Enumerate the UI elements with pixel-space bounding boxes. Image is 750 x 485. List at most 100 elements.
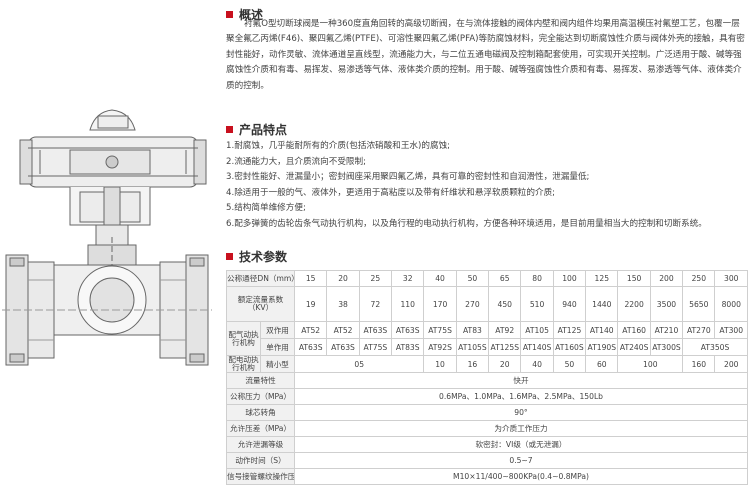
table-cell: 80 (520, 270, 554, 287)
row-label: 流量特性 (225, 372, 296, 389)
table-cell: 19 (294, 286, 328, 322)
table-row: 允许泄漏等级 软密封：VI级（或无泄漏） (225, 436, 748, 453)
specs-title: 技术参数 (239, 250, 288, 264)
table-cell: AT92 (488, 321, 522, 339)
table-cell: 250 (682, 270, 716, 287)
feature-item: 6.配多弹簧的齿轮齿条气动执行机构，以及角行程的电动执行机构，方便各种环境适用，… (226, 218, 707, 229)
table-cell: 200 (649, 270, 684, 287)
table-cell: 110 (391, 286, 425, 322)
overview-paragraph: 衬氟O型切断球阀是一种360度直角回转的高级切断阀，在与流体接触的阀体内壁和阀内… (226, 19, 745, 91)
table-cell: AT75S (423, 321, 457, 339)
row-label: 信号接管螺纹操作压力 (225, 468, 296, 485)
row-value: 软密封：VI级（或无泄漏） (294, 436, 748, 453)
table-cell: 510 (520, 286, 554, 322)
overview-heading: 概述 (226, 6, 263, 23)
table-cell: AT240S (617, 338, 651, 356)
table-cell: 10 (423, 355, 457, 373)
table-cell: 50 (552, 355, 587, 373)
features-list: 1.耐腐蚀，几乎能耐所有的介质(包括浓硝酸和王水)的腐蚀; 2.流通能力大，且介… (226, 139, 746, 232)
table-row: 配电动执行机构 精小型 05 10 16 20 40 50 60 100 160… (226, 355, 748, 373)
valve-drawing (0, 0, 215, 479)
dn-label: 公称通径DN（mm） (225, 270, 296, 287)
valve-illustration (2, 109, 212, 366)
row-value: 90° (294, 404, 748, 421)
table-cell: 40 (423, 270, 457, 287)
row-label: 动作时间（S） (225, 452, 296, 469)
table-cell: AT140S (520, 338, 554, 356)
table-cell: 60 (585, 355, 619, 373)
table-cell: AT300 (714, 321, 748, 339)
electric-label: 配电动执行机构 (226, 355, 261, 373)
table-cell: 200 (714, 355, 748, 373)
table-cell: 270 (455, 286, 490, 322)
table-cell: 50 (455, 270, 490, 287)
row-value: 0.6MPa、1.0MPa、1.6MPa、2.5MPa、150Lb (294, 388, 748, 405)
table-cell: AT52 (326, 321, 360, 339)
table-cell: AT190S (585, 338, 619, 356)
row-value: 为介质工作压力 (294, 420, 748, 437)
table-row: 公称通径DN（mm） 15 20 25 32 40 50 65 80 100 1… (225, 270, 748, 287)
table-cell: 38 (326, 286, 360, 322)
heading-bullet-icon (226, 126, 233, 133)
features-heading: 产品特点 (226, 121, 287, 138)
table-cell: 16 (455, 355, 490, 373)
row-label: 允许压差（MPa） (225, 420, 296, 437)
table-cell: 20 (488, 355, 522, 373)
row-label: 公称压力（MPa） (225, 388, 296, 405)
specs-heading: 技术参数 (226, 248, 287, 265)
table-cell: 3500 (649, 286, 684, 322)
table-cell: AT300S (649, 338, 684, 356)
row-value: 0.5~7 (294, 452, 748, 469)
table-row: 配气动执行机构 双作用 AT52 AT52 AT63S AT63S AT75S … (226, 321, 748, 356)
table-cell: 15 (294, 270, 328, 287)
table-row: 单作用 AT63S AT63S AT75S AT83S AT92S AT105S… (227, 338, 748, 356)
table-cell: 125 (585, 270, 619, 287)
heading-bullet-icon (226, 253, 233, 260)
feature-item: 1.耐腐蚀，几乎能耐所有的介质(包括浓硝酸和王水)的腐蚀; (226, 141, 451, 151)
table-cell: 100 (617, 355, 684, 373)
heading-bullet-icon (226, 11, 233, 18)
table-cell: 40 (520, 355, 554, 373)
feature-item: 5.结构简单维修方便; (226, 203, 306, 213)
row-label: 允许泄漏等级 (225, 436, 296, 453)
table-cell: AT63S (326, 338, 360, 356)
feature-item: 2.流通能力大，且介质流向不受限制; (226, 156, 367, 167)
table-cell: AT140 (585, 321, 619, 339)
table-cell: AT83S (391, 338, 425, 356)
flow-label: 额定流量系数（KV） (225, 286, 296, 322)
table-cell: AT75S (358, 338, 393, 356)
table-cell: 25 (358, 270, 393, 287)
table-cell: AT105S (455, 338, 490, 356)
table-cell: AT210 (649, 321, 684, 339)
table-cell: AT92S (423, 338, 457, 356)
overview-title: 概述 (239, 8, 264, 22)
feature-item: 3.密封性能好、泄漏量小；密封阀座采用聚四氟乙烯，具有可靠的密封性和自润滑性，泄… (226, 172, 590, 182)
table-cell: AT63S (391, 321, 425, 339)
precision-label: 精小型 (259, 355, 296, 373)
table-cell: AT270 (682, 321, 716, 339)
table-cell: 32 (391, 270, 425, 287)
table-cell: AT125 (552, 321, 587, 339)
pneumatic-label: 配气动执行机构 (226, 321, 261, 356)
table-cell: 72 (358, 286, 393, 322)
table-row: 流量特性 快开 (225, 372, 748, 389)
table-cell: AT52 (294, 321, 328, 339)
features-title: 产品特点 (239, 123, 288, 137)
table-cell: 170 (423, 286, 457, 322)
table-row: 动作时间（S） 0.5~7 (225, 452, 748, 469)
table-cell: AT83 (455, 321, 490, 339)
table-cell: 100 (552, 270, 587, 287)
table-cell: AT160S (552, 338, 587, 356)
table-cell: AT105 (520, 321, 554, 339)
spec-table: 公称通径DN（mm） 15 20 25 32 40 50 65 80 100 1… (225, 270, 748, 485)
table-cell: 2200 (617, 286, 651, 322)
table-cell: 65 (488, 270, 522, 287)
table-cell: 8000 (714, 286, 748, 322)
table-row: 公称压力（MPa） 0.6MPa、1.0MPa、1.6MPa、2.5MPa、15… (225, 388, 748, 405)
table-cell: 5650 (682, 286, 716, 322)
row-value: 快开 (294, 372, 748, 389)
table-row: 允许压差（MPa） 为介质工作压力 (225, 420, 748, 437)
table-cell: AT63S (358, 321, 393, 339)
row-label: 球芯转角 (225, 404, 296, 421)
single-label: 单作用 (259, 338, 296, 356)
